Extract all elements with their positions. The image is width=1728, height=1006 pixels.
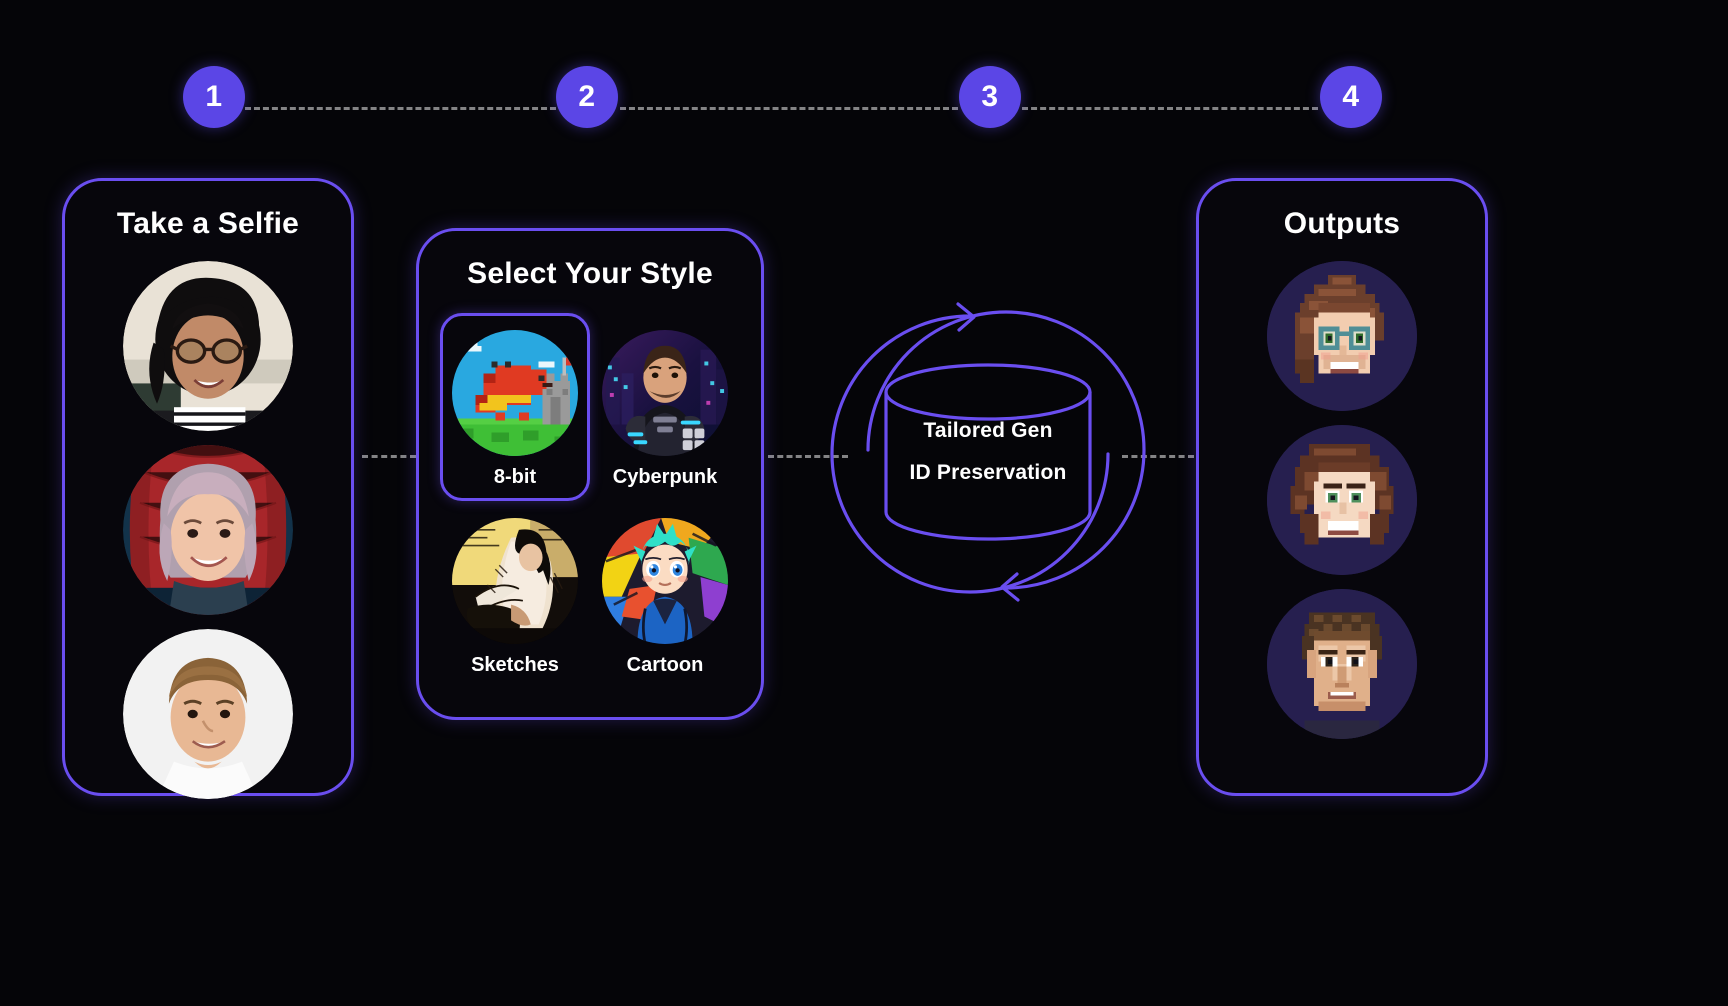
rail-connector-3-4 (1022, 107, 1318, 110)
database-cylinder (884, 363, 1092, 541)
outputs-panel: Outputs (1196, 178, 1488, 796)
selfie-photo-2[interactable] (123, 445, 293, 615)
flow-connector-selfie-style (362, 455, 416, 458)
output-avatar-3[interactable] (1267, 589, 1417, 739)
tailored-generation-engine: Tailored Gen ID Preservation (818, 282, 1158, 622)
take-a-selfie-panel: Take a Selfie (62, 178, 354, 799)
select-your-style-panel: Select Your Style (416, 228, 764, 720)
step-badge-4[interactable]: 4 (1320, 66, 1382, 128)
style-label-cyberpunk: Cyberpunk (612, 466, 718, 488)
output-avatar-2[interactable] (1267, 425, 1417, 575)
style-card-8bit[interactable]: 8-bit (440, 313, 590, 501)
flow-connector-style-engine (768, 455, 848, 458)
step-badge-2-number: 2 (578, 80, 596, 113)
style-thumb-cyberpunk (602, 330, 728, 456)
step-badge-3-number: 3 (981, 80, 999, 113)
selfie-photo-3[interactable] (123, 629, 293, 799)
step-badge-1[interactable]: 1 (183, 66, 245, 128)
style-label-8bit: 8-bit (493, 466, 537, 488)
style-label-cartoon: Cartoon (626, 654, 704, 676)
style-thumb-8bit (452, 330, 578, 456)
step-badge-1-number: 1 (205, 80, 223, 113)
arrowhead-top (956, 302, 976, 332)
select-your-style-title: Select Your Style (467, 257, 713, 290)
arrowhead-bottom (1000, 572, 1020, 602)
circular-refresh-arrows (830, 310, 1146, 594)
step-badge-3[interactable]: 3 (959, 66, 1021, 128)
style-card-cyberpunk[interactable]: Cyberpunk (590, 313, 740, 501)
selfie-photo-1[interactable] (123, 261, 293, 431)
output-list (1199, 261, 1485, 739)
take-a-selfie-title: Take a Selfie (116, 207, 300, 240)
step-badge-4-number: 4 (1342, 80, 1360, 113)
style-thumb-cartoon (602, 518, 728, 644)
flow-connector-engine-outputs (1122, 455, 1194, 458)
step-badge-2[interactable]: 2 (556, 66, 618, 128)
step-rail: 1 2 3 4 (0, 0, 1728, 200)
style-thumb-sketches (452, 518, 578, 644)
style-card-sketches[interactable]: Sketches (440, 501, 590, 689)
rail-connector-1-2 (245, 107, 556, 110)
selfie-list (65, 261, 351, 799)
style-card-cartoon[interactable]: Cartoon (590, 501, 740, 689)
style-label-sketches: Sketches (471, 654, 559, 676)
rail-connector-2-3 (620, 107, 958, 110)
outputs-title: Outputs (1283, 207, 1401, 240)
output-avatar-1[interactable] (1267, 261, 1417, 411)
style-grid: 8-bit (440, 313, 740, 689)
